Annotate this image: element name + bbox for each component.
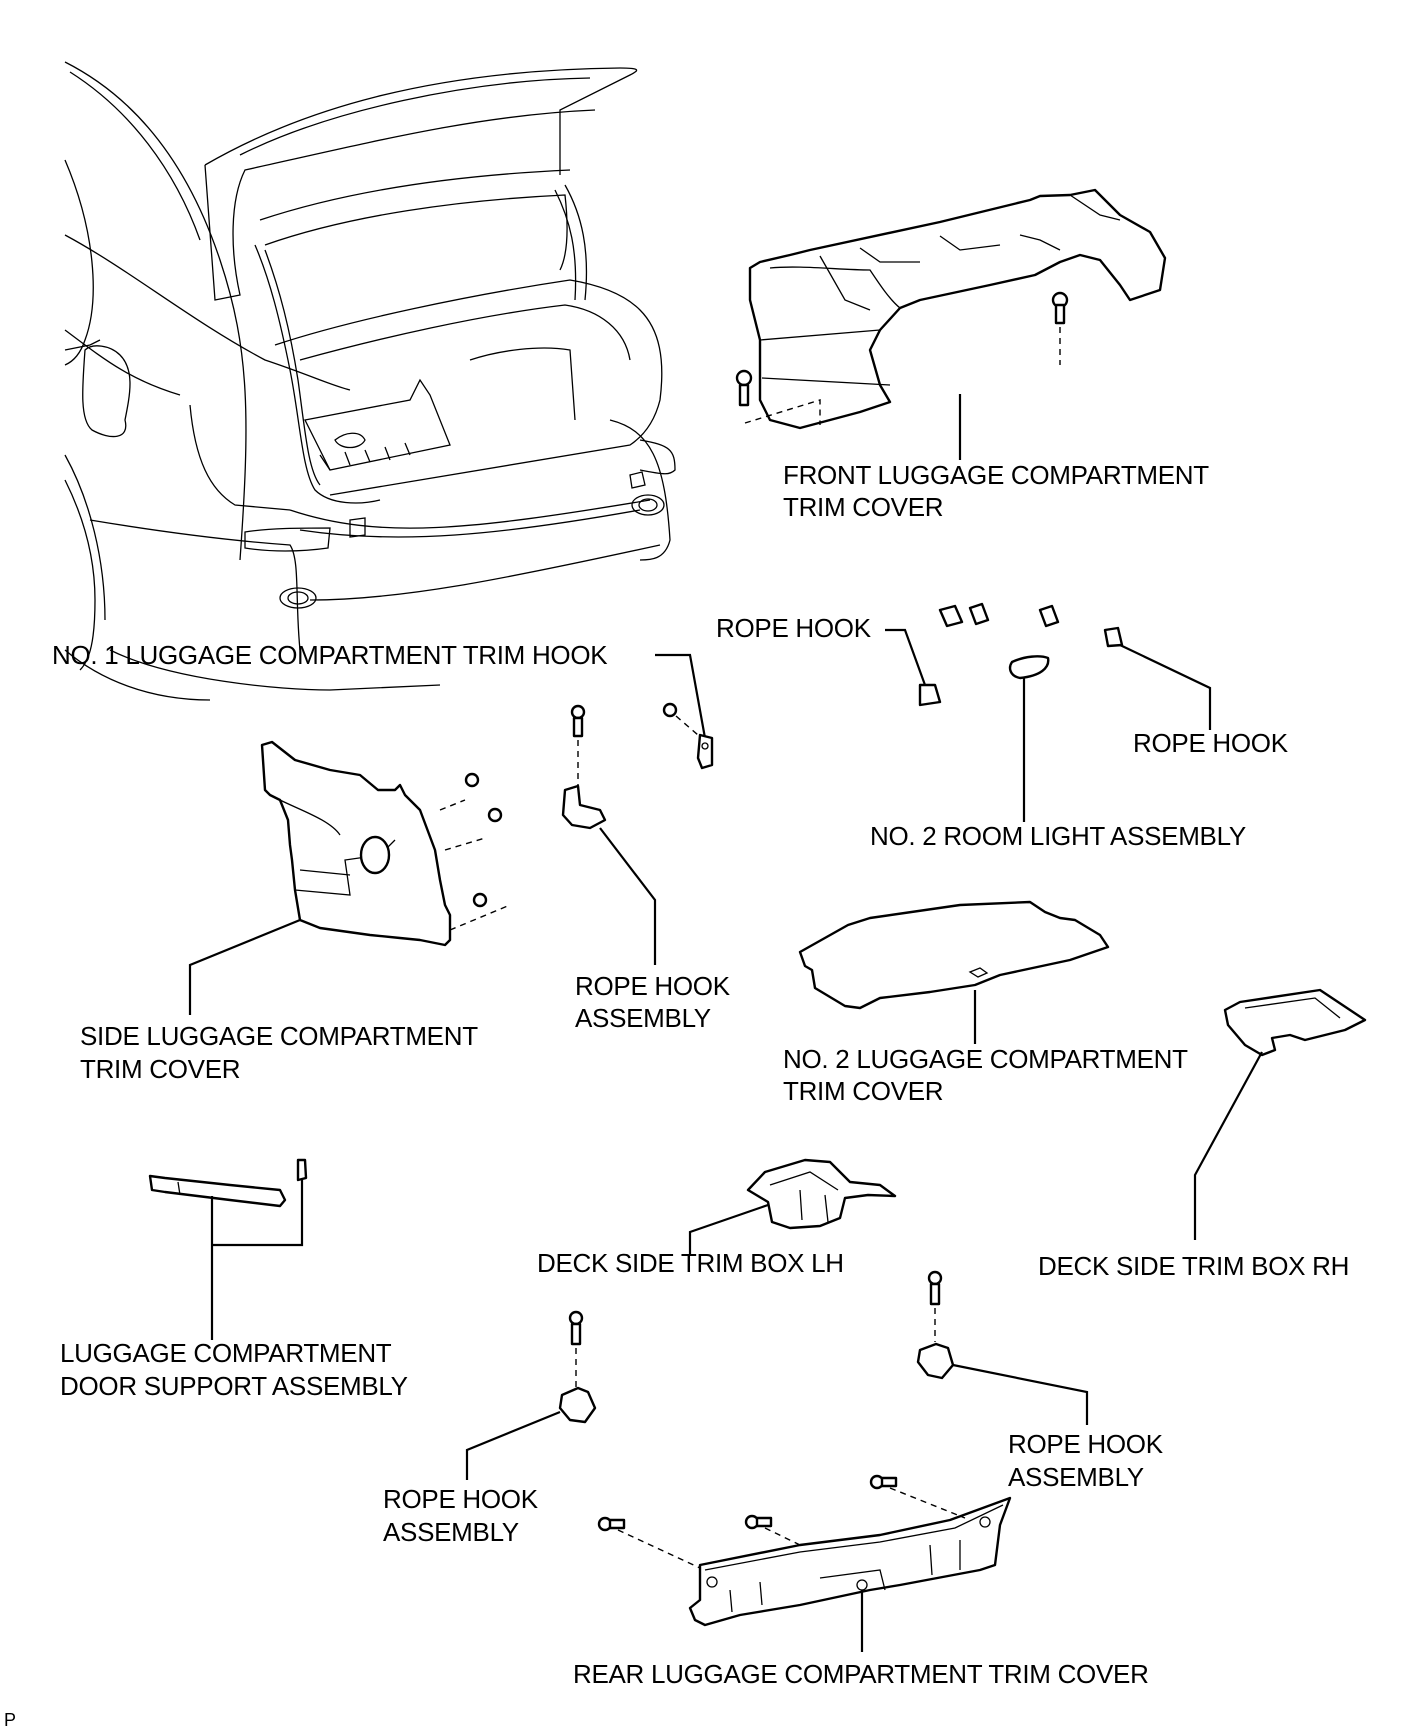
side-trim-cover-part [260, 740, 511, 947]
label-door-support-line2: DOOR SUPPORT ASSEMBLY [60, 1371, 408, 1401]
leader-line [655, 653, 707, 739]
label-side-trim-cover-line2: TRIM COVER [80, 1054, 240, 1084]
label-rope-hook-assembly-lower-left-line2: ASSEMBLY [383, 1517, 519, 1547]
room-light-part [1008, 655, 1050, 680]
trim-hook-part [662, 702, 714, 770]
screw-icon [597, 1474, 898, 1532]
leader-line [599, 827, 657, 965]
label-door-support-line1: LUGGAGE COMPARTMENT [60, 1338, 392, 1368]
leader-line [465, 1410, 561, 1480]
label-rope-hook-left: ROPE HOOK [716, 613, 872, 643]
label-front-trim-cover-line2: TRIM COVER [783, 492, 943, 522]
label-side-trim-cover-line1: SIDE LUGGAGE COMPARTMENT [80, 1021, 478, 1051]
reference-code: P [4, 1710, 16, 1730]
rope-hook-assembly-part [916, 1270, 955, 1380]
label-rope-hook-assembly-upper-line1: ROPE HOOK [575, 971, 731, 1001]
leader-line [885, 628, 927, 686]
label-deck-box-rh: DECK SIDE TRIM BOX RH [1038, 1251, 1349, 1281]
label-rope-hook-assembly-upper-line2: ASSEMBLY [575, 1003, 711, 1033]
label-no2-trim-cover-line1: NO. 2 LUGGAGE COMPARTMENT [783, 1044, 1188, 1074]
label-no1-trim-hook: NO. 1 LUGGAGE COMPARTMENT TRIM HOOK [52, 640, 608, 670]
label-rear-trim-cover: REAR LUGGAGE COMPARTMENT TRIM COVER [573, 1659, 1149, 1689]
leader-line [1193, 1051, 1263, 1240]
leader-line [1119, 644, 1212, 730]
rope-hook-clip-part [918, 602, 1124, 707]
door-support-part [148, 1158, 308, 1208]
rear-trim-cover-part [597, 1474, 1012, 1627]
leader-line [952, 1363, 1089, 1425]
rope-hook-assembly-part [558, 1310, 597, 1424]
no2-trim-cover-part [798, 900, 1110, 1010]
label-no2-room-light: NO. 2 ROOM LIGHT ASSEMBLY [870, 821, 1246, 851]
screw-icon [1051, 291, 1069, 325]
rope-hook-assembly-part [561, 704, 607, 830]
label-rope-hook-right: ROPE HOOK [1133, 728, 1289, 758]
label-front-trim-cover-line1: FRONT LUGGAGE COMPARTMENT [783, 460, 1209, 490]
leader-line [688, 1203, 769, 1255]
clip-icon [464, 772, 503, 908]
screw-icon [735, 369, 753, 407]
label-rope-hook-assembly-lower-right-line1: ROPE HOOK [1008, 1429, 1164, 1459]
label-rope-hook-assembly-lower-left-line1: ROPE HOOK [383, 1484, 539, 1514]
leader-line [188, 918, 301, 1015]
vehicle-rear-illustration [64, 61, 676, 701]
label-deck-box-lh: DECK SIDE TRIM BOX LH [537, 1248, 844, 1278]
deck-box-lh-part [746, 1158, 897, 1230]
label-no2-trim-cover-line2: TRIM COVER [783, 1076, 943, 1106]
leader-line [210, 1180, 304, 1340]
deck-box-rh-part [1223, 988, 1367, 1057]
front-trim-cover-part [735, 188, 1167, 460]
label-rope-hook-assembly-lower-right-line2: ASSEMBLY [1008, 1462, 1144, 1492]
